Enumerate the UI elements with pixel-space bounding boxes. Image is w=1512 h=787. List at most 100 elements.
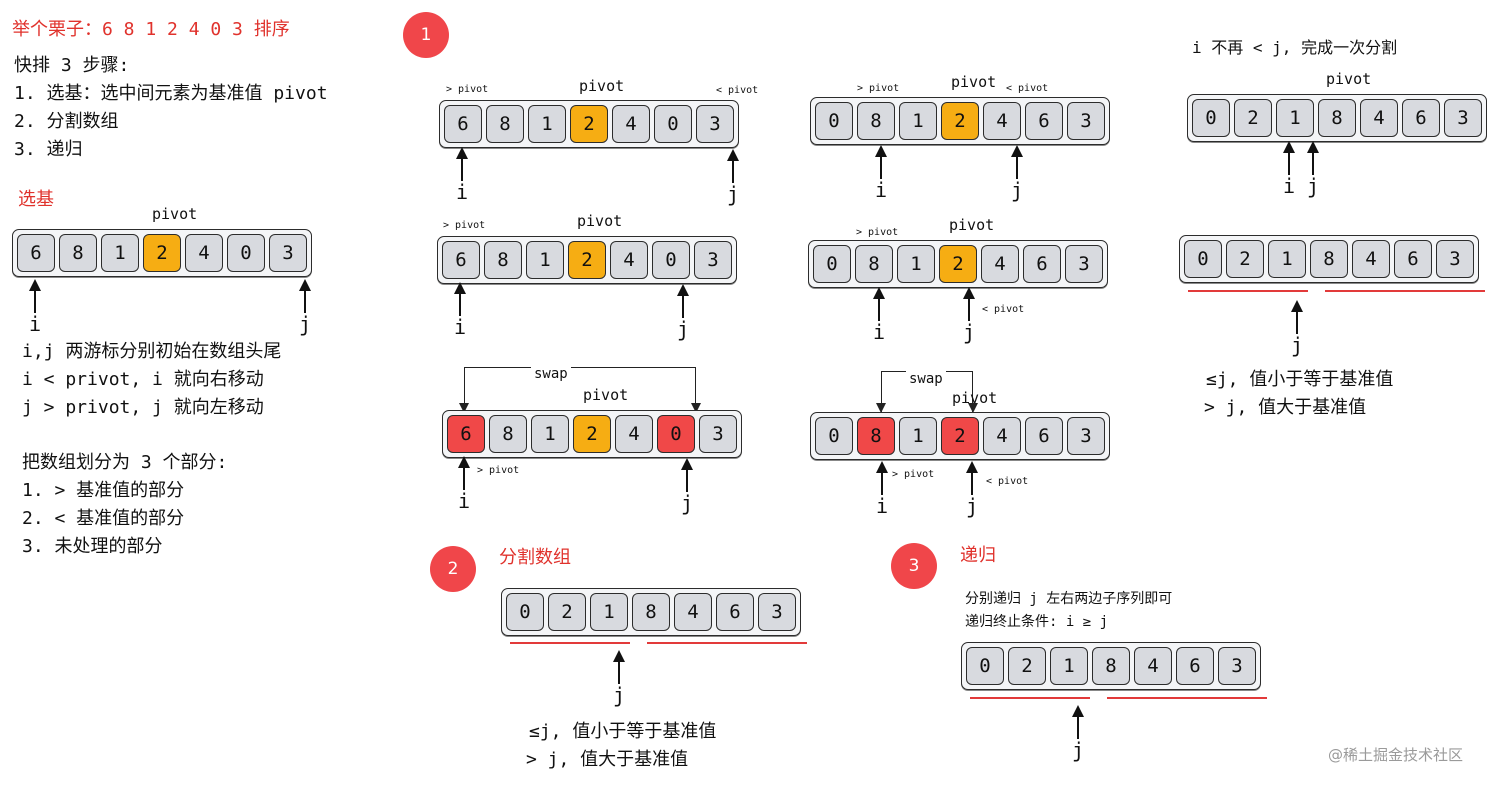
array-b1: 0 8 1 2 4 6 3	[810, 97, 1110, 145]
array-cell: 8	[59, 234, 97, 272]
array-cell: 6	[1025, 417, 1063, 455]
array-cell: 0	[815, 102, 853, 140]
array-cell: 3	[696, 105, 734, 143]
part-line: 2. < 基准值的部分	[22, 508, 185, 529]
array-cell: 2	[1234, 99, 1272, 137]
array-cell: 4	[1352, 240, 1390, 278]
part-line: 3. 未处理的部分	[22, 536, 163, 557]
note-line: i < privot, i 就向右移动	[22, 369, 264, 390]
part-line: 1. > 基准值的部分	[22, 480, 185, 501]
gt-pivot-label: > pivot	[477, 465, 520, 476]
steps-line: 快排 3 步骤:	[14, 55, 130, 76]
array-cell: 1	[528, 105, 566, 143]
select-title: 选基	[18, 189, 54, 210]
pointer-j: j	[1068, 705, 1088, 761]
array-cell: 2	[1226, 240, 1264, 278]
array-cell: 3	[1067, 102, 1105, 140]
array-cell: 8	[855, 245, 893, 283]
array-a3: 6 8 1 2 4 0 3	[442, 410, 742, 458]
gt-j-note: > j, 值大于基准值	[526, 749, 689, 770]
array-cell-pivot: 2	[573, 415, 611, 453]
array-cell: 3	[1065, 245, 1103, 283]
array-cell: 3	[694, 241, 732, 279]
array-cell: 8	[857, 102, 895, 140]
left-partition-underline	[1188, 290, 1308, 292]
gt-pivot-label: > pivot	[892, 469, 935, 480]
array-cell: 1	[590, 593, 628, 631]
array-cell: 0	[813, 245, 851, 283]
gt-pivot-label: > pivot	[443, 220, 486, 231]
step-3-desc-1: 分别递归 j 左右两边子序列即可	[965, 591, 1173, 607]
array-cell: 3	[699, 415, 737, 453]
array-a2: 6 8 1 2 4 0 3	[437, 236, 737, 284]
array-cell: 8	[484, 241, 522, 279]
pointer-j: j	[1287, 300, 1307, 356]
array-cell: 1	[1268, 240, 1306, 278]
gt-pivot-label: > pivot	[446, 84, 489, 95]
pointer-j: j	[959, 287, 979, 343]
array-cell: 1	[899, 102, 937, 140]
array-cell-swap: 2	[941, 417, 979, 455]
array-cell: 0	[654, 105, 692, 143]
array-cell: 6	[716, 593, 754, 631]
array-cell-swap: 6	[447, 415, 485, 453]
step-3-desc-2: 递归终止条件: i ≥ j	[965, 614, 1109, 630]
steps-line: 3. 递归	[14, 139, 83, 160]
array-cell: 8	[1310, 240, 1348, 278]
swap-label: swap	[531, 366, 571, 382]
pivot-label: pivot	[579, 77, 625, 95]
pointer-j: j	[677, 458, 697, 514]
array-cell: 2	[1008, 647, 1046, 685]
pointer-i: i	[454, 456, 474, 512]
pointer-j: j	[673, 284, 693, 340]
left-partition-underline	[510, 642, 630, 644]
array-cell: 4	[983, 102, 1021, 140]
pivot-label: pivot	[152, 205, 198, 223]
array-cell: 3	[269, 234, 307, 272]
pointer-j: j	[295, 279, 315, 335]
right-partition-underline	[1107, 697, 1267, 699]
le-j-note: ≤j, 值小于等于基准值	[1206, 369, 1394, 390]
array-cell: 0	[966, 647, 1004, 685]
array-cell: 6	[1176, 647, 1214, 685]
array-cell: 0	[227, 234, 265, 272]
done-note: i 不再 < j, 完成一次分割	[1192, 38, 1398, 57]
array-b3: 0 8 1 2 4 6 3	[810, 412, 1110, 460]
steps-line: 1. 选基：选中间元素为基准值 pivot	[14, 83, 328, 104]
pointer-j: j	[723, 149, 743, 205]
watermark: @稀土掘金技术社区	[1328, 746, 1464, 764]
parts-list: 把数组划分为 3 个部分: 1. > 基准值的部分 2. < 基准值的部分 3.…	[22, 449, 227, 561]
array-cell: 8	[489, 415, 527, 453]
gt-j-note: > j, 值大于基准值	[1204, 397, 1367, 418]
steps-line: 2. 分割数组	[14, 111, 119, 132]
steps-list: 快排 3 步骤: 1. 选基：选中间元素为基准值 pivot 2. 分割数组 3…	[14, 52, 328, 164]
array-cell-pivot: 2	[570, 105, 608, 143]
array-cell: 1	[531, 415, 569, 453]
array-cell: 4	[1134, 647, 1172, 685]
array-cell-pivot: 2	[939, 245, 977, 283]
array-cell: 8	[486, 105, 524, 143]
array-cell: 1	[526, 241, 564, 279]
swap-label: swap	[906, 371, 946, 387]
array-cell: 1	[101, 234, 139, 272]
step-3-badge: 3	[891, 543, 937, 589]
right-partition-underline	[1325, 290, 1485, 292]
array-cell: 4	[1360, 99, 1398, 137]
pointer-i: i	[872, 461, 892, 517]
array-a1: 6 8 1 2 4 0 3	[439, 100, 739, 148]
array-cell: 4	[610, 241, 648, 279]
pointer-i: i	[869, 287, 889, 343]
array-cell: 8	[1318, 99, 1356, 137]
le-j-note: ≤j, 值小于等于基准值	[529, 721, 717, 742]
step-2-title: 分割数组	[499, 547, 571, 568]
array-cell: 1	[1050, 647, 1088, 685]
step-2-badge: 2	[430, 546, 476, 592]
pointer-j: j	[609, 650, 629, 706]
part-line: 把数组划分为 3 个部分:	[22, 452, 228, 473]
note-line: i,j 两游标分别初始在数组头尾	[22, 341, 282, 362]
array-cell: 0	[815, 417, 853, 455]
pivot-label: pivot	[583, 386, 629, 404]
array-cell: 0	[652, 241, 690, 279]
array-cell: 4	[981, 245, 1019, 283]
array-original: 6 8 1 2 4 0 3	[12, 229, 312, 277]
